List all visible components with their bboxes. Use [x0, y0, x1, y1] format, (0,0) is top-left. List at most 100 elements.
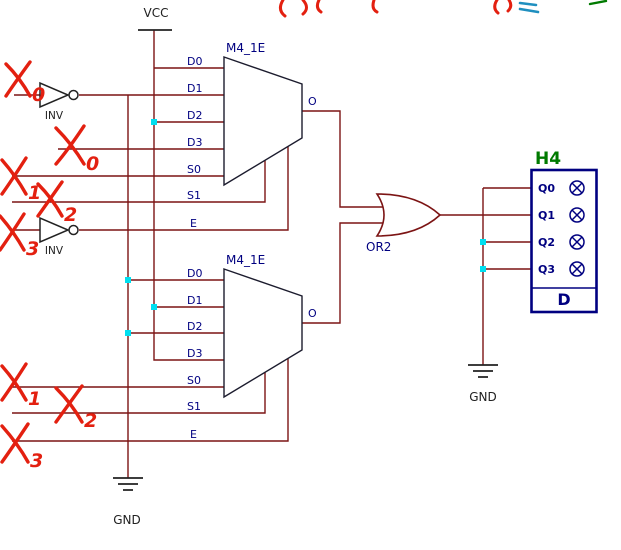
mux-top[interactable]: M4_1E D0 D1 D2 D3 S0 S1 E O — [187, 41, 317, 230]
pin-label-d1: D1 — [187, 82, 202, 95]
pin-label-d1: D1 — [187, 294, 202, 307]
display-row-q2: Q2 — [538, 234, 585, 250]
handwritten-annotations: 0 0 1 2 3 1 2 — [0, 60, 99, 472]
inverter-bottom[interactable]: INV — [39, 216, 79, 257]
gnd-bars-icon — [113, 477, 143, 491]
pin-label-d0: D0 — [187, 55, 202, 68]
junction-dot — [125, 330, 131, 336]
x-stroke — [36, 180, 64, 218]
or-gate-label: OR2 — [366, 240, 391, 254]
annotation-x0-d3: 0 — [54, 124, 99, 175]
pin-label-o: O — [308, 95, 317, 108]
lamp-icon[interactable] — [569, 207, 585, 223]
subscript: 1 — [28, 182, 41, 204]
red-ink-mark — [278, 0, 513, 18]
pin-label-d3: D3 — [187, 136, 202, 149]
x-stroke — [4, 60, 32, 98]
inverter-top[interactable]: INV — [39, 81, 79, 122]
pin-label-e: E — [190, 217, 197, 230]
annotation-x3-top: 3 — [0, 212, 39, 260]
x-stroke — [0, 156, 28, 196]
junction-dots — [125, 119, 486, 336]
lamp-icon[interactable] — [569, 261, 585, 277]
gnd-symbol-right[interactable]: GND — [468, 364, 498, 404]
vcc-label: VCC — [144, 6, 169, 20]
mux-body[interactable] — [223, 56, 303, 187]
x-stroke — [54, 124, 86, 166]
vcc-symbol[interactable]: VCC — [138, 6, 172, 31]
display-row-q3: Q3 — [538, 261, 585, 277]
row-label-q0: Q0 — [538, 182, 555, 195]
pin-label-s0: S0 — [187, 374, 201, 387]
x-stroke — [54, 384, 84, 424]
annotation-x2-bottom: 2 — [54, 384, 97, 432]
junction-dot — [125, 277, 131, 283]
green-ink-mark — [588, 0, 608, 6]
pin-label-o: O — [308, 307, 317, 320]
inverter-bottom-label: INV — [45, 245, 64, 257]
gnd-symbol-left[interactable]: GND — [113, 477, 143, 527]
wires[interactable] — [12, 30, 532, 478]
lamp-icon[interactable] — [569, 234, 585, 250]
mux-bottom-name: M4_1E — [226, 253, 265, 267]
subscript: 0 — [86, 153, 99, 175]
pin-label-d0: D0 — [187, 267, 202, 280]
annotation-x1-bottom: 1 — [0, 362, 41, 410]
x-stroke — [0, 362, 28, 402]
wire-top-s1[interactable] — [12, 160, 266, 203]
junction-dot — [480, 266, 486, 272]
inverter-top-label: INV — [45, 110, 64, 122]
wire-inv-bottom-output[interactable] — [79, 146, 289, 231]
wire-mux-top-out[interactable] — [302, 110, 383, 208]
lamp-icon[interactable] — [569, 180, 585, 196]
row-label-q3: Q3 — [538, 263, 555, 276]
subscript: 2 — [84, 410, 97, 432]
mux-top-name: M4_1E — [226, 41, 265, 55]
subscript: 3 — [26, 238, 39, 260]
pin-label-d2: D2 — [187, 109, 202, 122]
wire-net-gnd-left[interactable] — [127, 95, 224, 478]
gnd-left-label: GND — [113, 513, 141, 527]
junction-dot — [151, 119, 157, 125]
subscript: 0 — [32, 84, 45, 106]
wire-net-vcc[interactable] — [153, 30, 224, 361]
inverter-triangle-icon — [39, 81, 70, 109]
pin-label-s0: S0 — [187, 163, 201, 176]
mux-bottom[interactable]: M4_1E D0 D1 D2 D3 S0 S1 E O — [187, 253, 317, 441]
wire-bottom-e[interactable] — [12, 358, 289, 442]
wire-or-out-to-display[interactable] — [440, 187, 532, 365]
pin-label-s1: S1 — [187, 189, 201, 202]
row-label-q2: Q2 — [538, 236, 555, 249]
wire-mux-bottom-out[interactable] — [302, 222, 383, 324]
annotation-x1-top: 1 — [0, 156, 41, 204]
gnd-bars-icon — [468, 364, 498, 378]
x-stroke — [0, 212, 26, 252]
display-row-q1: Q1 — [538, 207, 585, 223]
display-title: H4 — [535, 149, 561, 169]
subscript: 1 — [28, 388, 41, 410]
junction-dot — [151, 304, 157, 310]
display-footer: D — [557, 290, 570, 309]
inverter-bubble-icon — [68, 224, 79, 236]
pin-label-d3: D3 — [187, 347, 202, 360]
top-edge-marks — [278, 0, 608, 18]
annotation-x2-top: 2 — [36, 180, 77, 226]
mux-body[interactable] — [223, 268, 303, 399]
gnd-right-label: GND — [469, 390, 497, 404]
blue-ink-mark — [518, 1, 540, 14]
annotation-x3-bottom: 3 — [0, 422, 43, 472]
subscript: 2 — [64, 204, 77, 226]
subscript: 3 — [30, 450, 43, 472]
or-gate[interactable]: OR2 — [366, 193, 442, 254]
pin-label-d2: D2 — [187, 320, 202, 333]
x-stroke — [0, 422, 30, 464]
or-gate-body[interactable] — [375, 193, 442, 237]
display-row-q0: Q0 — [538, 180, 585, 196]
inverter-bubble-icon — [68, 89, 79, 101]
display-h4[interactable]: H4 Q0 Q1 Q2 Q3 — [530, 149, 598, 314]
wire-bottom-s1[interactable] — [12, 372, 266, 414]
annotation-x0-top: 0 — [4, 60, 45, 106]
